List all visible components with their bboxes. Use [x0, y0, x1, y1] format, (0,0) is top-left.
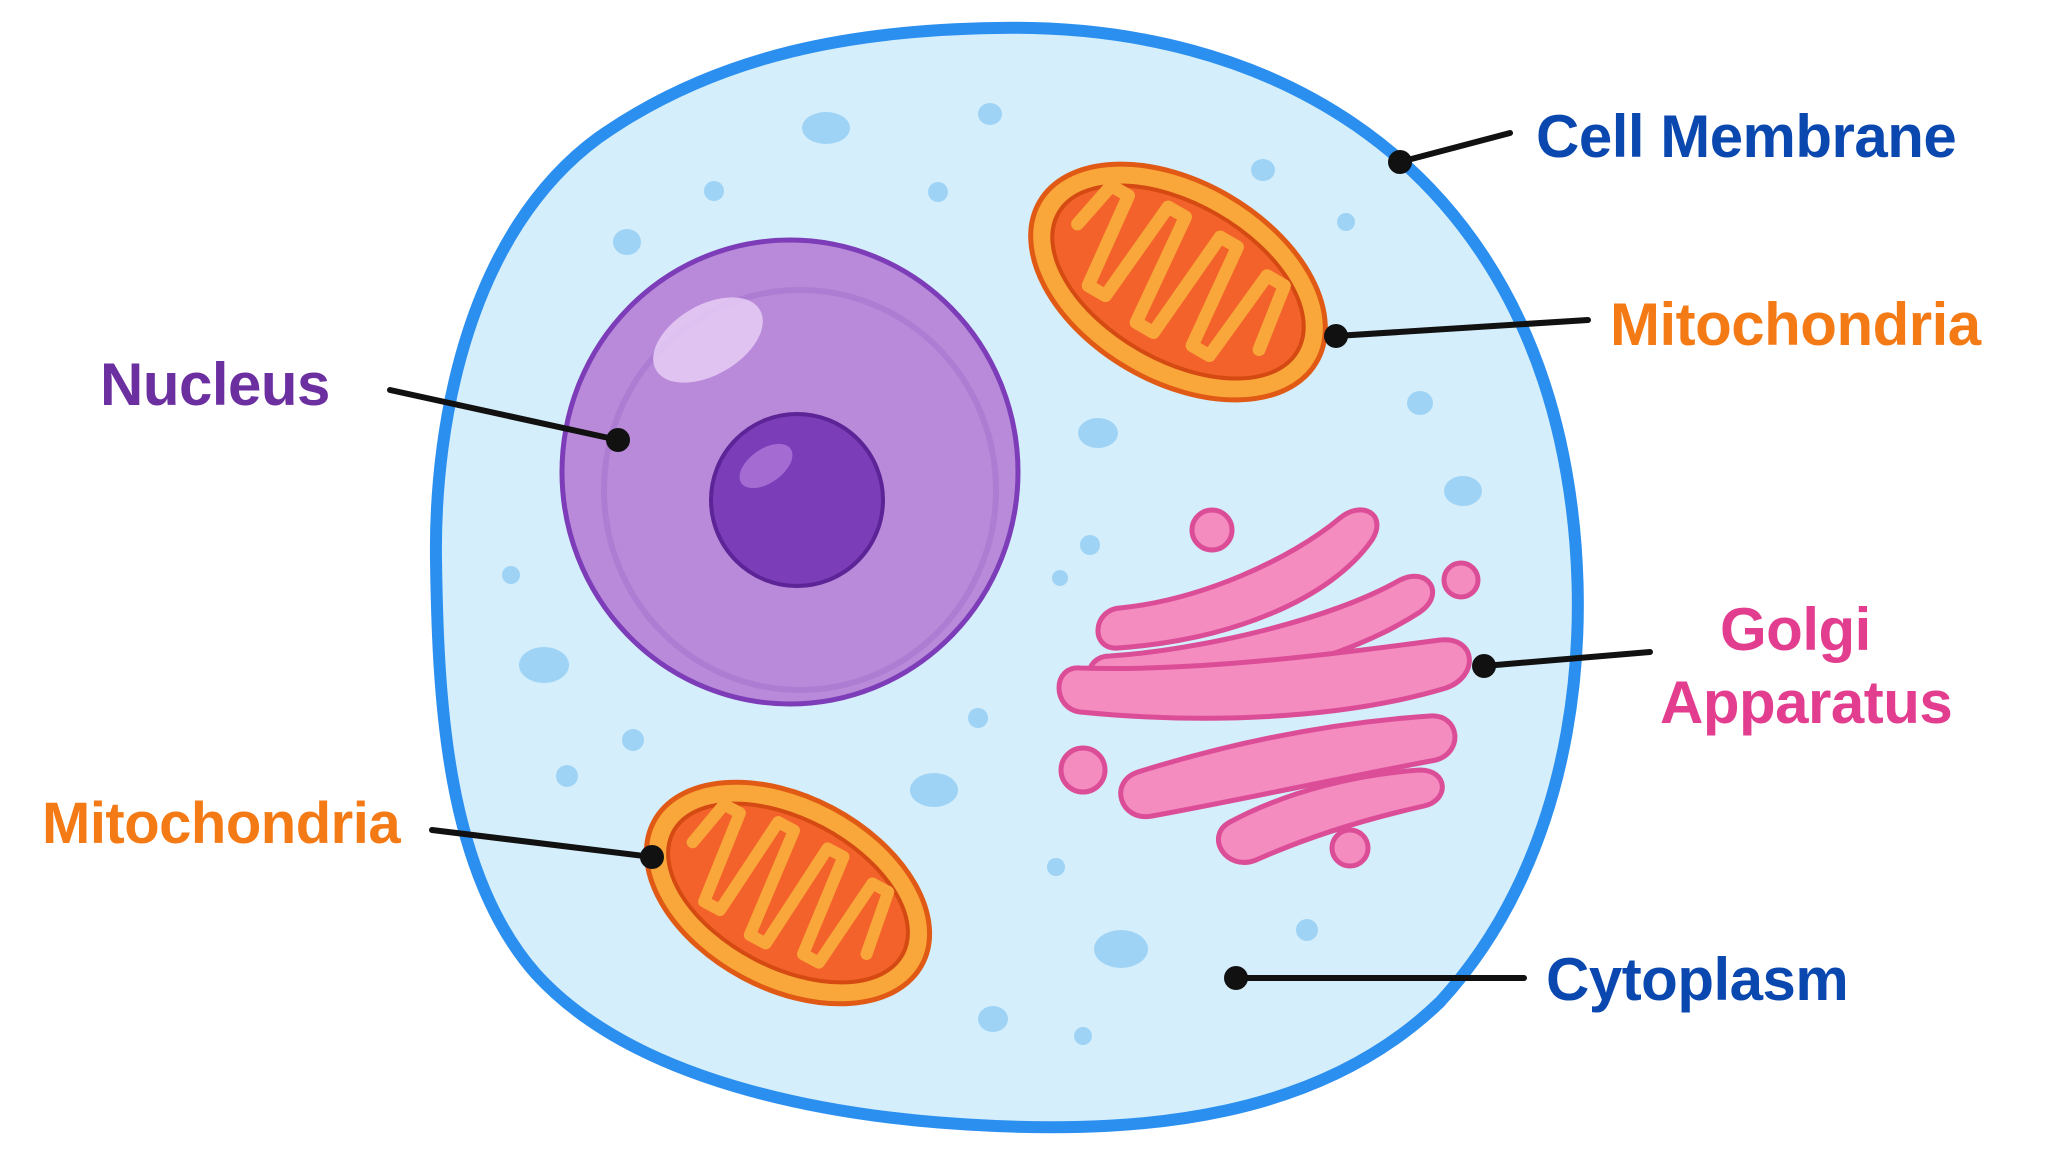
leader-line-nucleus: [387, 387, 621, 443]
vesicle: [519, 647, 569, 683]
label-mitochondria-bottom: Mitochondria: [42, 791, 401, 856]
label-cytoplasm: Cytoplasm: [1546, 946, 1848, 1013]
vesicle: [1078, 418, 1118, 448]
nucleus: [559, 237, 1021, 707]
vesicle: [1251, 159, 1275, 181]
label-golgi-line-1: Golgi: [1720, 596, 1871, 663]
vesicle: [1080, 535, 1100, 555]
vesicle: [622, 729, 644, 751]
label-mitochondria-top: Mitochondria: [1610, 291, 1982, 358]
golgi-vesicle: [1329, 827, 1371, 869]
leader-dot-mitochondria-top: [1324, 324, 1348, 348]
leader-dot-golgi: [1472, 654, 1496, 678]
vesicle: [1337, 213, 1355, 231]
golgi-cisterna: [1118, 713, 1458, 820]
vesicle: [556, 765, 578, 787]
golgi-vesicle: [1058, 745, 1108, 795]
vesicle: [1296, 919, 1318, 941]
nucleus-highlight: [653, 297, 763, 383]
golgi-cisterna: [1095, 507, 1380, 651]
nucleolus: [709, 412, 885, 588]
vesicle: [502, 566, 520, 584]
golgi-vesicle: [1441, 560, 1481, 600]
golgi-cisterna: [1056, 637, 1472, 721]
vesicle: [704, 181, 724, 201]
leader-line-mitochondria-bottom: [429, 827, 655, 860]
mitochondrion-cristae: [686, 798, 895, 969]
nucleus-inner-shade: [601, 287, 999, 693]
golgi-apparatus: [1056, 507, 1481, 869]
leader-line-cell-membrane: [1397, 130, 1513, 165]
leader-line-mitochondria-top: [1333, 317, 1591, 339]
vesicle: [968, 708, 988, 728]
leader-lines: [387, 130, 1653, 990]
label-nucleus: Nucleus: [100, 351, 330, 418]
vesicle: [1052, 570, 1068, 586]
vesicle: [1444, 476, 1482, 506]
mitochondrion-top: [1028, 161, 1328, 403]
vesicle: [1094, 930, 1148, 968]
label-golgi-line-2: Apparatus: [1660, 669, 1952, 736]
nucleolus-highlight: [739, 443, 793, 489]
vesicle: [978, 103, 1002, 125]
cytoplasm-vesicles: [502, 103, 1482, 1045]
labels: Cell Membrane Mitochondria Nucleus Golgi…: [42, 103, 1982, 1013]
mitochondrion-cristae: [1071, 179, 1291, 363]
mitochondrion-bottom: [643, 779, 933, 1007]
leader-dot-mitochondria-bottom: [640, 845, 664, 869]
vesicle: [1074, 1027, 1092, 1045]
leader-dot-cytoplasm: [1224, 966, 1248, 990]
vesicle: [978, 1006, 1008, 1032]
golgi-cisterna: [1216, 767, 1445, 865]
vesicle: [1047, 858, 1065, 876]
vesicle: [802, 112, 850, 144]
label-cell-membrane: Cell Membrane: [1536, 103, 1956, 170]
leader-dot-nucleus: [606, 428, 630, 452]
leader-line-golgi: [1481, 649, 1653, 669]
vesicle: [910, 773, 958, 807]
vesicle: [613, 229, 641, 255]
vesicle: [1407, 391, 1433, 415]
vesicle: [928, 182, 948, 202]
golgi-vesicle: [1189, 507, 1235, 553]
leader-dot-cell-membrane: [1388, 150, 1412, 174]
